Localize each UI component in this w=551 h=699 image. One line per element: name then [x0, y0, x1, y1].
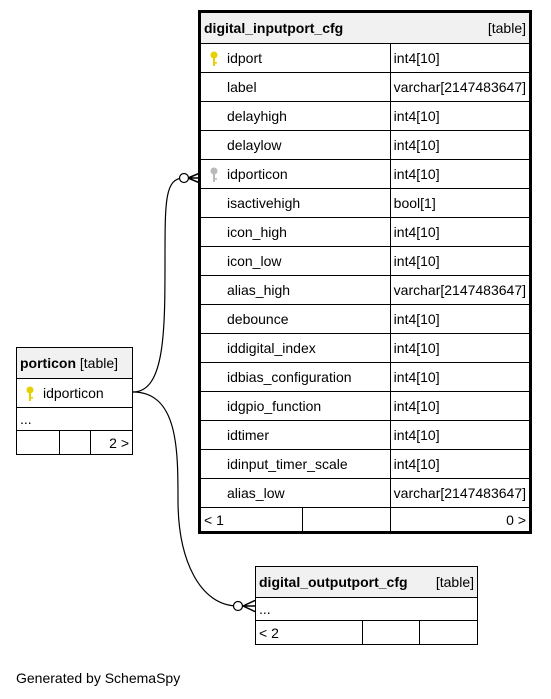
table-row[interactable]: isactivehigh bool[1]: [199, 188, 532, 218]
table-type-label: [table]: [435, 574, 474, 590]
more-columns-row: ...: [255, 597, 478, 621]
table-name[interactable]: porticon: [20, 355, 76, 371]
parents-count[interactable]: < 2: [255, 620, 363, 645]
column-type: varchar[2147483647]: [389, 275, 532, 305]
column-name: iddigital_index: [227, 340, 316, 356]
table-row[interactable]: idgpio_function int4[10]: [199, 391, 532, 421]
table-nav-row: 2 >: [16, 430, 133, 455]
table-row[interactable]: alias_low varchar[2147483647]: [199, 478, 532, 508]
crowfoot-arrow-outport: [242, 599, 257, 613]
column-name: alias_low: [227, 485, 285, 501]
column-type: int4[10]: [389, 449, 532, 479]
table-row[interactable]: idinput_timer_scale int4[10]: [199, 449, 532, 479]
table-row[interactable]: delaylow int4[10]: [199, 130, 532, 160]
column-type: int4[10]: [389, 362, 532, 392]
column-type: int4[10]: [389, 391, 532, 421]
table-row[interactable]: icon_low int4[10]: [199, 246, 532, 276]
table-name[interactable]: digital_outputport_cfg: [259, 574, 408, 590]
table-type-label: [table]: [79, 355, 119, 371]
column-name: delayhigh: [227, 108, 287, 124]
table-row[interactable]: idporticon int4[10]: [199, 159, 532, 189]
column-type: int4[10]: [389, 246, 532, 276]
table-row[interactable]: idbias_configuration int4[10]: [199, 362, 532, 392]
column-type: bool[1]: [389, 188, 532, 218]
table-row[interactable]: idporticon: [16, 378, 133, 408]
column-type: varchar[2147483647]: [389, 478, 532, 508]
more-columns-row: ...: [16, 407, 133, 431]
table-row[interactable]: idport int4[10]: [199, 43, 532, 73]
crowfoot-optional-circle-outport: [232, 600, 244, 612]
primary-key-icon: [26, 386, 34, 401]
column-name: icon_low: [227, 253, 282, 269]
table-digital-inputport-cfg[interactable]: digital_inputport_cfg [table] idport int4…: [198, 10, 532, 534]
table-row[interactable]: alias_high varchar[2147483647]: [199, 275, 532, 305]
column-type: int4[10]: [389, 217, 532, 247]
column-type: varchar[2147483647]: [389, 72, 532, 102]
column-name: idporticon: [227, 166, 288, 182]
children-count[interactable]: 2 >: [90, 430, 133, 455]
column-name: debounce: [227, 311, 289, 327]
column-name: idbias_configuration: [227, 369, 352, 385]
table-nav-row: < 1 0 >: [199, 507, 532, 533]
table-header[interactable]: digital_inputport_cfg [table]: [199, 11, 531, 44]
column-name: idport: [227, 50, 263, 66]
table-row[interactable]: iddigital_index int4[10]: [199, 333, 532, 363]
column-name: idporticon: [43, 385, 104, 401]
table-nav-row: < 2: [255, 620, 478, 645]
table-type-label: [table]: [487, 20, 526, 36]
table-row[interactable]: delayhigh int4[10]: [199, 101, 532, 131]
table-row[interactable]: label varchar[2147483647]: [199, 72, 532, 102]
parents-count[interactable]: < 1: [201, 508, 303, 531]
column-type: int4[10]: [389, 333, 532, 363]
column-name: idtimer: [227, 427, 270, 443]
footer-generated-by: Generated by SchemaSpy: [16, 670, 181, 686]
column-name: icon_high: [227, 224, 287, 240]
connector-porticon-to-outport: [132, 391, 239, 607]
table-row[interactable]: icon_high int4[10]: [199, 217, 532, 247]
foreign-key-icon: [210, 167, 218, 182]
column-name: label: [227, 79, 257, 95]
crowfoot-optional-circle-inputport: [178, 172, 190, 184]
column-type: int4[10]: [389, 159, 532, 189]
column-name: idgpio_function: [227, 398, 322, 414]
table-header[interactable]: porticon [table]: [16, 347, 133, 379]
column-name: isactivehigh: [227, 195, 301, 211]
column-type: int4[10]: [389, 420, 532, 450]
connector-porticon-to-inputport: [132, 177, 185, 393]
column-type: int4[10]: [389, 101, 532, 131]
more-columns-ellipsis: ...: [16, 407, 133, 431]
column-type: int4[10]: [389, 130, 532, 160]
primary-key-icon: [210, 51, 218, 66]
column-name: alias_high: [227, 282, 291, 298]
column-type: int4[10]: [389, 304, 532, 334]
table-digital-outputport-cfg[interactable]: digital_outputport_cfg [table] ... < 2: [255, 566, 478, 645]
table-row[interactable]: idtimer int4[10]: [199, 420, 532, 450]
column-type: int4[10]: [389, 43, 532, 73]
children-count[interactable]: 0 >: [389, 507, 532, 533]
table-porticon[interactable]: porticon [table] idporticon ... 2 >: [16, 347, 133, 455]
table-name[interactable]: digital_inputport_cfg: [204, 20, 344, 36]
column-name: idinput_timer_scale: [227, 456, 348, 472]
table-header[interactable]: digital_outputport_cfg [table]: [255, 566, 478, 598]
column-name: delaylow: [227, 137, 282, 153]
more-columns-ellipsis: ...: [255, 597, 478, 621]
table-row[interactable]: debounce int4[10]: [199, 304, 532, 334]
